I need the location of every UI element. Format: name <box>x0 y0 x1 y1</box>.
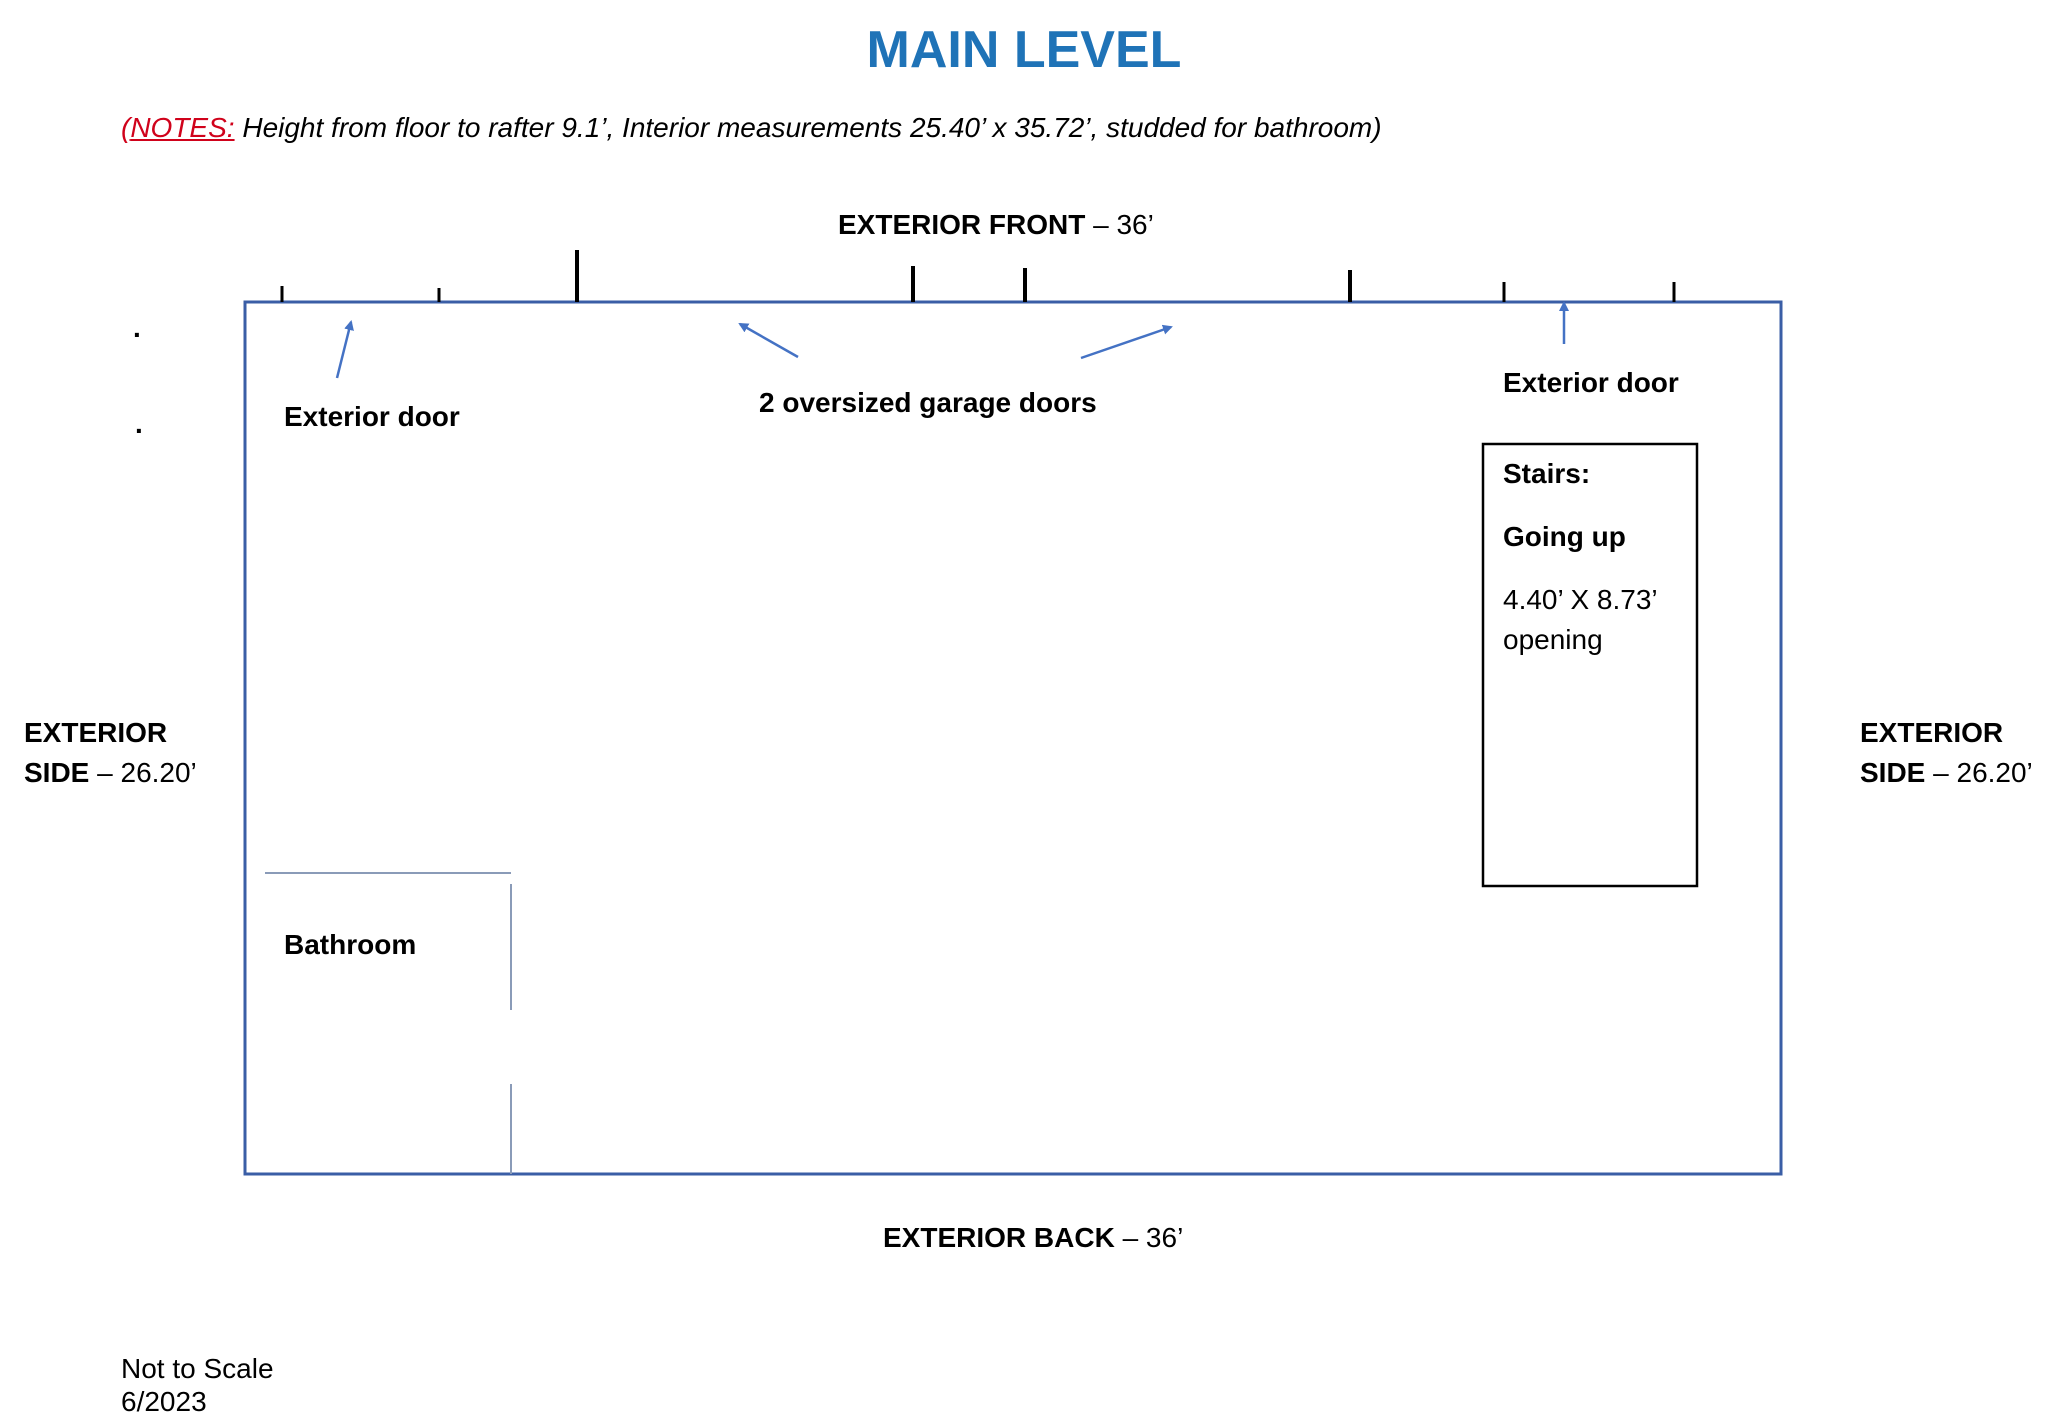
arrow-garage-door-right <box>1080 324 1173 360</box>
exterior-back-bold: EXTERIOR BACK <box>883 1222 1115 1253</box>
exterior-door-right-label: Exterior door <box>1503 367 1679 398</box>
arrow-exterior-door-left <box>335 320 354 379</box>
notes-label: NOTES: <box>130 112 235 143</box>
notes-open-paren: ( <box>121 112 131 143</box>
stairs-heading: Stairs: <box>1503 458 1591 489</box>
scale-note: Not to Scale <box>121 1353 274 1384</box>
notes-text: Height from floor to rafter 9.1’, Interi… <box>234 112 1382 143</box>
exterior-side-right-value: – 26.20’ <box>1925 757 2033 788</box>
arrow-garage-door-left <box>738 322 799 359</box>
exterior-front-bold: EXTERIOR FRONT <box>838 209 1086 240</box>
exterior-side-left-bold: SIDE <box>24 757 90 788</box>
exterior-back-label: EXTERIOR BACK – 36’ <box>883 1222 1183 1254</box>
stairs-note: opening <box>1503 624 1603 655</box>
garage-doors-label: 2 oversized garage doors <box>759 387 1097 418</box>
stairs-box <box>1481 442 1699 888</box>
date-note: 6/2023 <box>121 1386 207 1417</box>
exterior-side-left-value: – 26.20’ <box>89 757 197 788</box>
bathroom-label: Bathroom <box>284 929 417 960</box>
margin-dot-1: . <box>133 312 141 343</box>
page-title: MAIN LEVEL <box>866 21 1182 79</box>
notes-line: (NOTES: Height from floor to rafter 9.1’… <box>121 112 1382 144</box>
margin-dot-2: . <box>135 408 143 439</box>
exterior-side-right-label: EXTERIOR SIDE – 26.20’ <box>1860 713 2033 793</box>
exterior-side-left-label: EXTERIOR SIDE – 26.20’ <box>24 713 197 793</box>
stairs-direction: Going up <box>1503 521 1626 552</box>
exterior-side-right-bold: SIDE <box>1860 757 1926 788</box>
building-outline <box>243 300 1783 1176</box>
exterior-side-left-line1: EXTERIOR <box>24 717 168 748</box>
exterior-door-left-label: Exterior door <box>284 401 460 432</box>
exterior-side-right-line1: EXTERIOR <box>1860 717 2004 748</box>
exterior-back-value: – 36’ <box>1114 1222 1184 1253</box>
stairs-size: 4.40’ X 8.73’ <box>1503 584 1658 615</box>
exterior-front-label: EXTERIOR FRONT – 36’ <box>838 209 1154 241</box>
exterior-front-value: – 36’ <box>1085 209 1154 240</box>
